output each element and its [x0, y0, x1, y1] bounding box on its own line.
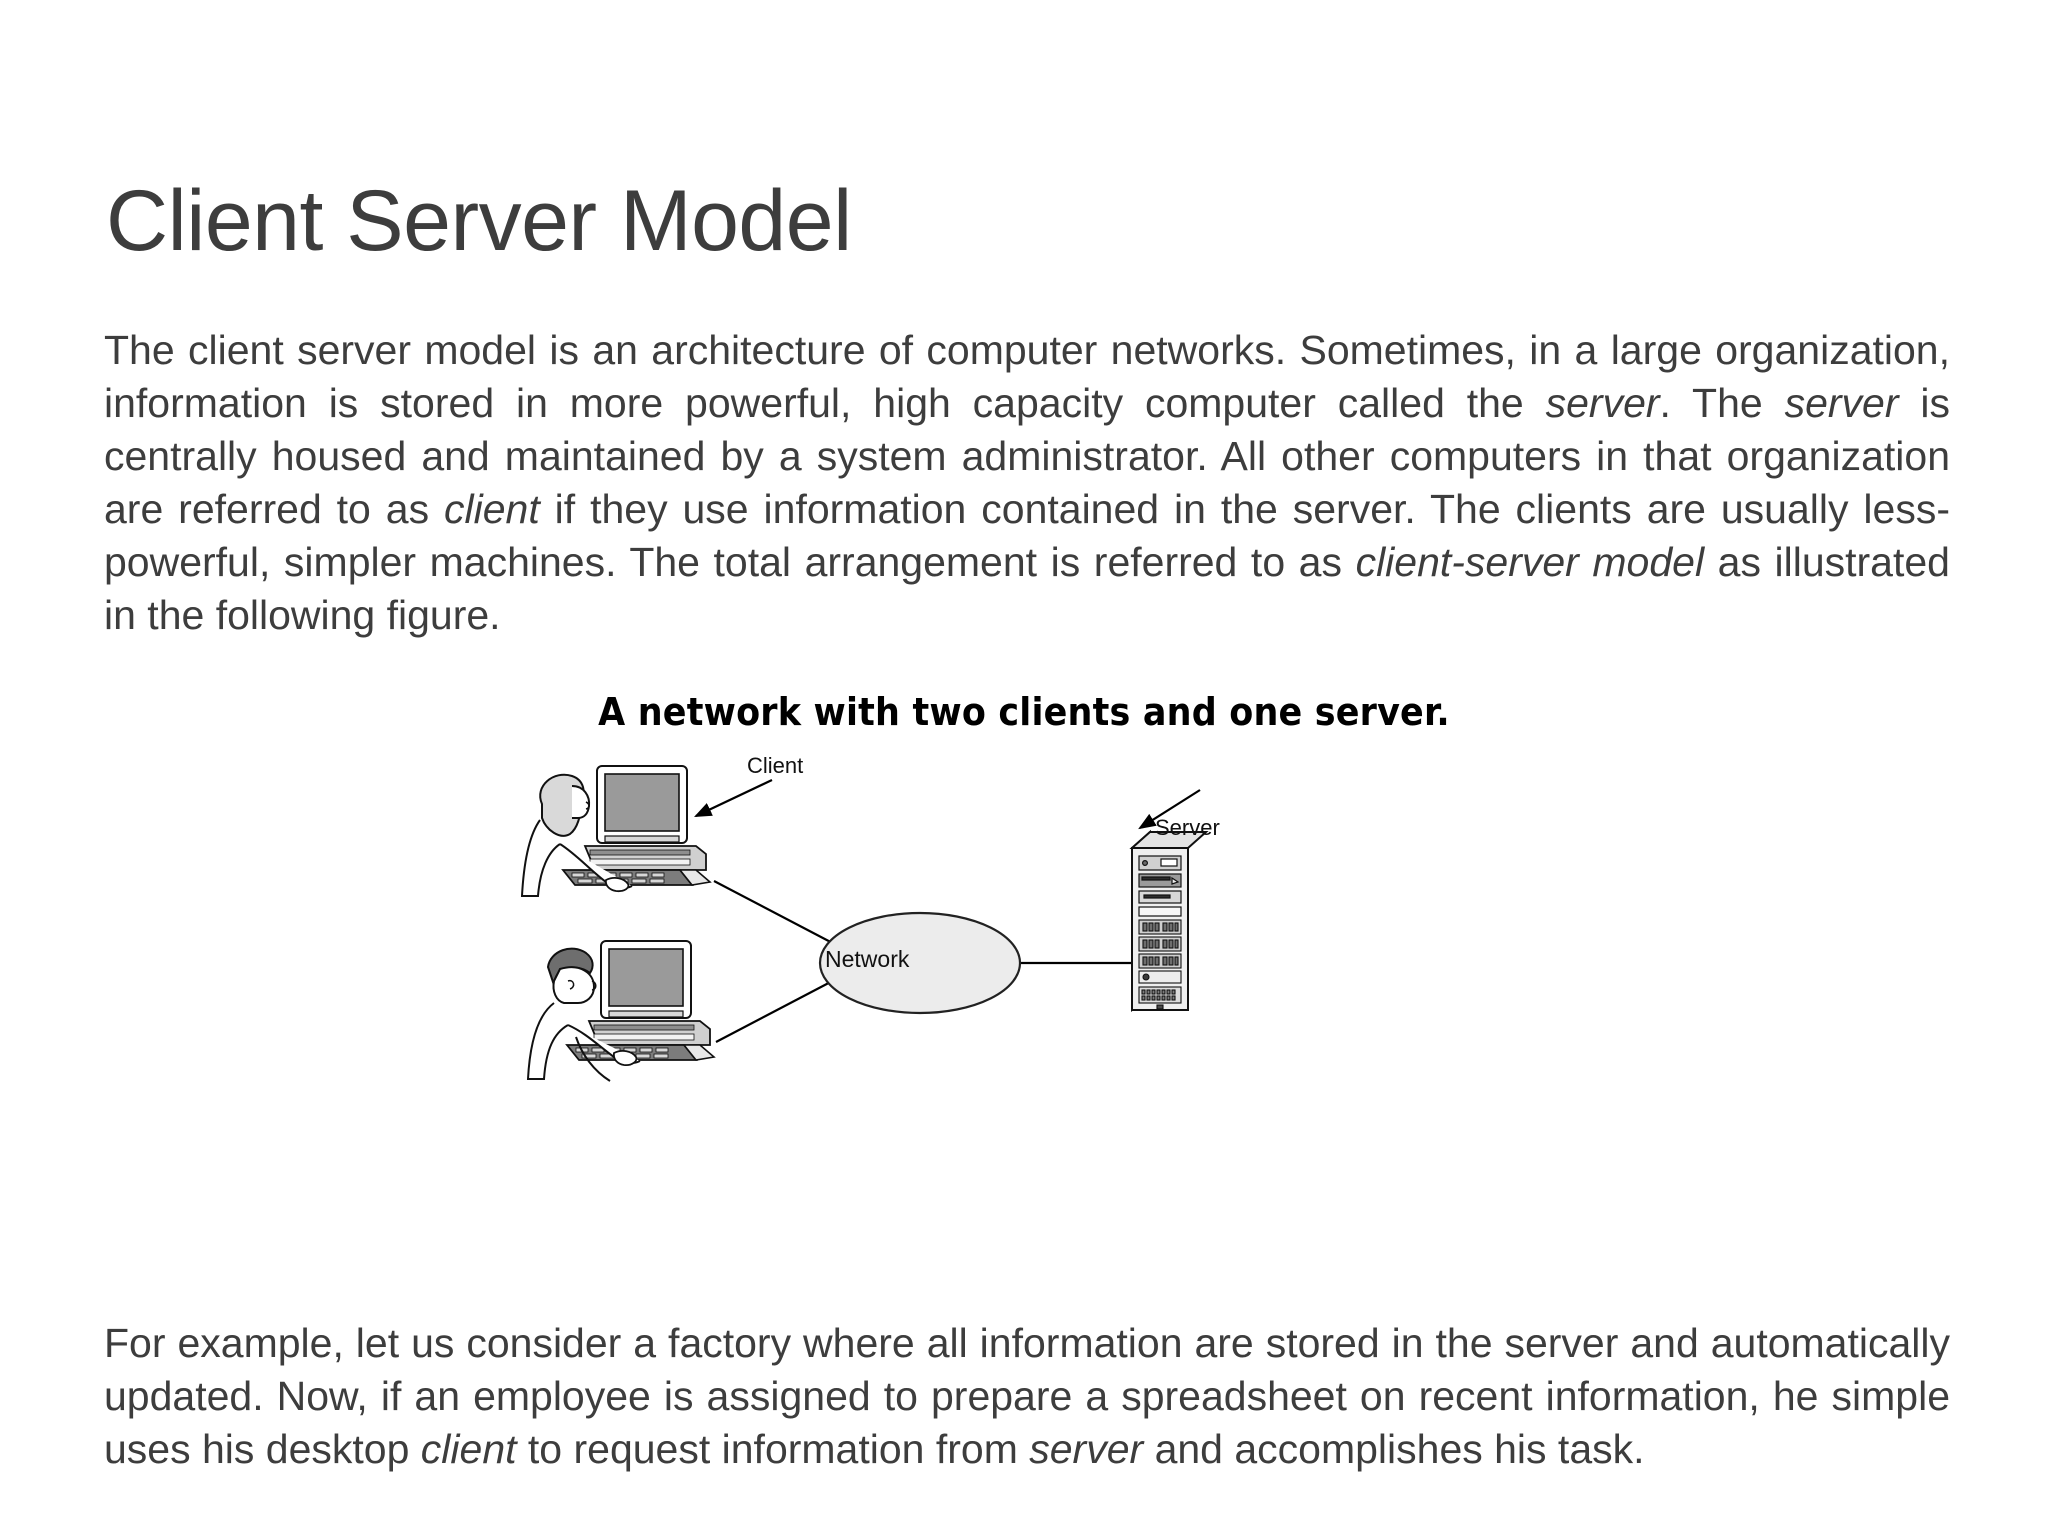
network-label: Network: [825, 946, 910, 972]
network-figure: A network with two clients and one serve…: [0, 690, 2048, 1190]
emphasis-term: server: [1545, 380, 1660, 426]
emphasis-term: server: [1029, 1426, 1144, 1472]
text-run: . The: [1659, 380, 1785, 426]
example-paragraph: For example, let us consider a factory w…: [104, 1317, 1950, 1476]
emphasis-term: client: [444, 486, 540, 532]
emphasis-term: server: [1784, 380, 1899, 426]
text-run: For example, let us consider a factory w…: [104, 1320, 1950, 1472]
server-label: Server: [1155, 815, 1220, 840]
figure-caption: A network with two clients and one serve…: [598, 690, 1450, 734]
client-label: Client: [747, 753, 804, 778]
text-run: The client server model is an architectu…: [104, 327, 1950, 426]
text-run: as illustrated in the following figure.: [104, 539, 1950, 638]
text-run: to request information from: [516, 1426, 1030, 1472]
intro-paragraph: The client server model is an architectu…: [104, 324, 1950, 642]
figure-canvas: Client Server Network: [520, 753, 1400, 1148]
text-run: if they use information contained in the…: [104, 486, 1950, 585]
emphasis-term: client: [420, 1426, 517, 1472]
page-title: Client Server Model: [106, 172, 852, 269]
text-run: and accomplishes his task.: [1143, 1426, 1645, 1472]
text-run: is centrally housed and maintained by a …: [104, 380, 1950, 532]
emphasis-term: client-server model: [1355, 539, 1705, 585]
